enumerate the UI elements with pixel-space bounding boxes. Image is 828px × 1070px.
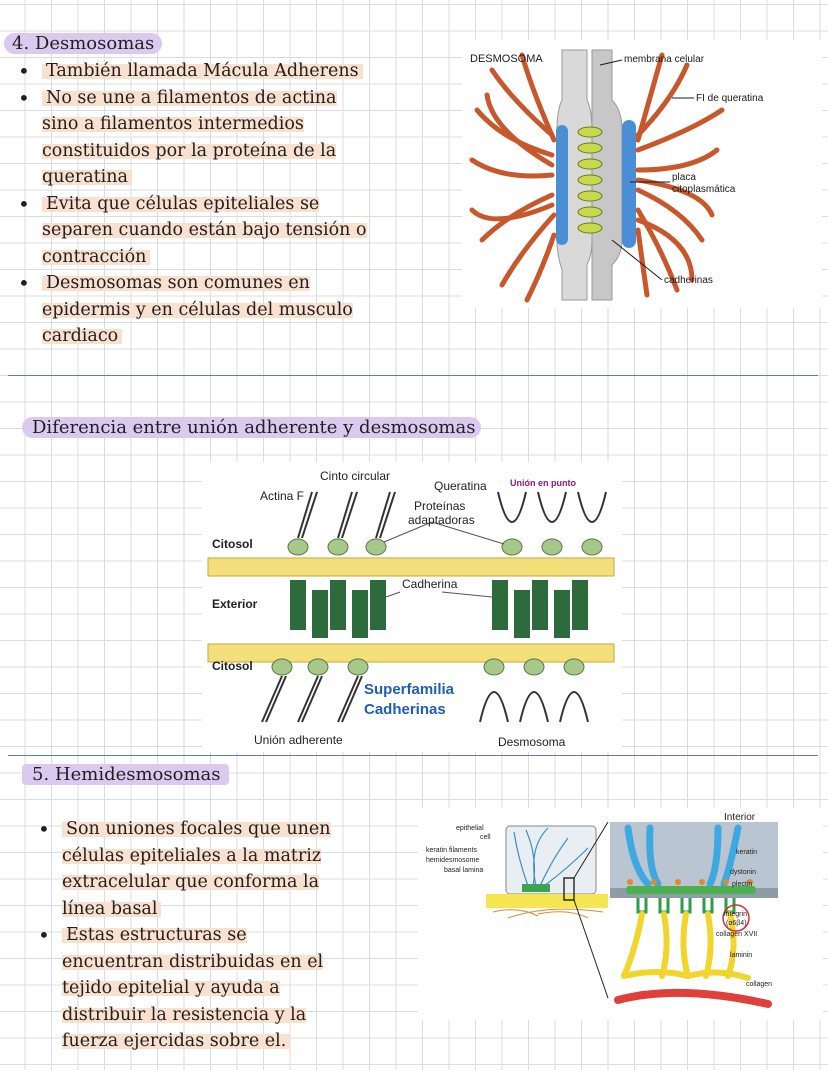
label-citosol-bottom: Citosol: [212, 659, 253, 673]
actin-filaments: [261, 491, 396, 723]
section-5-heading: 5. Hemidesmosomas: [22, 762, 229, 788]
adaptor-proteins: [271, 538, 603, 676]
bullet-item: Evita que células epiteliales se separen…: [10, 191, 370, 271]
label-cinto-circular: Cinto circular: [320, 469, 390, 483]
keratin-filaments: [469, 52, 725, 303]
figure-background: [202, 462, 622, 752]
label-dystonin: dystonin: [730, 869, 756, 876]
section-4-bullets: También llamada Mácula Adherens No se un…: [10, 58, 370, 350]
label-epithelial-cell: cell: [480, 834, 491, 841]
desmosome-figure: DESMOSOMA membrana celular FI de querati…: [462, 40, 822, 308]
plaque-right: [622, 120, 636, 248]
label-desmosoma: Desmosoma: [498, 735, 566, 749]
adherens-cadherins: [290, 580, 386, 638]
label-cadherinas: Cadherinas: [364, 701, 446, 718]
bullet-item: No se une a filamentos de actina sino a …: [10, 85, 370, 191]
label-basal-lamina: basal lamina: [444, 867, 483, 874]
plaque-left: [556, 125, 568, 245]
label-cadherins: cadherinas: [664, 275, 713, 286]
label-cadherina: Cadherina: [402, 577, 458, 591]
leader-lines: [383, 521, 505, 598]
divider-1: [8, 375, 818, 376]
label-integrin-sub: (α6β4): [726, 920, 747, 927]
label-proteinas: Proteínas: [414, 499, 465, 513]
label-interior: Interior: [724, 812, 756, 823]
divider-2: [8, 755, 818, 756]
desmosome-cadherins: [492, 580, 588, 638]
leader-lines: [599, 59, 694, 281]
membrane-bottom: [207, 643, 615, 663]
label-superfamilia: Superfamilia: [364, 681, 455, 698]
hemidesmosome-figure: epithelial cell keratin filaments hemide…: [418, 808, 823, 1020]
bullet-item: Desmosomas son comunes en epidermis y en…: [10, 270, 370, 350]
label-citosol-top: Citosol: [212, 537, 253, 551]
label-keratin: FI de queratina: [696, 93, 764, 104]
label-collagen-xvii: collagen XVII: [716, 931, 757, 938]
label-union-punto: Unión en punto: [510, 478, 576, 488]
bullet-item: También llamada Mácula Adherens: [10, 58, 370, 85]
label-collagen: collagen: [746, 981, 772, 988]
label-keratin-filaments: keratin filaments: [426, 847, 477, 854]
label-integrin: integrin: [724, 911, 747, 918]
label-keratin: keratin: [736, 849, 757, 856]
label-epithelial: epithelial: [456, 825, 484, 832]
label-laminin: laminin: [730, 952, 752, 959]
comparison-figure: Cinto circular Actina F Queratina Unión …: [202, 462, 622, 752]
label-plectin: plectin: [732, 881, 752, 888]
zoom-panel: [610, 822, 778, 1008]
label-membrane: membrana celular: [624, 54, 705, 65]
label-plaque: placa: [672, 172, 696, 183]
label-actina: Actina F: [260, 489, 304, 503]
membrane-top: [207, 557, 615, 577]
section-4-heading: 4. Desmosomas: [4, 31, 163, 57]
label-union-adherente: Unión adherente: [254, 733, 343, 747]
keratin-loops: [479, 491, 607, 723]
figure-title: DESMOSOMA: [470, 53, 543, 65]
cadherin-dimers: [577, 126, 603, 234]
label-queratina: Queratina: [434, 479, 487, 493]
label-adaptadoras: adaptadoras: [408, 513, 475, 527]
comparison-heading: Diferencia entre unión adherente y desmo…: [22, 415, 482, 441]
label-plaque-2: citoplasmática: [672, 184, 736, 195]
label-hemidesmosome: hemidesmosome: [426, 857, 479, 864]
overview-panel: [486, 821, 609, 999]
bullet-item: Son uniones focales que unen células epi…: [30, 816, 350, 922]
section-5-bullets: Son uniones focales que unen células epi…: [30, 816, 350, 1055]
bullet-item: Estas estructuras se encuentran distribu…: [30, 922, 350, 1055]
label-exterior: Exterior: [212, 597, 258, 611]
